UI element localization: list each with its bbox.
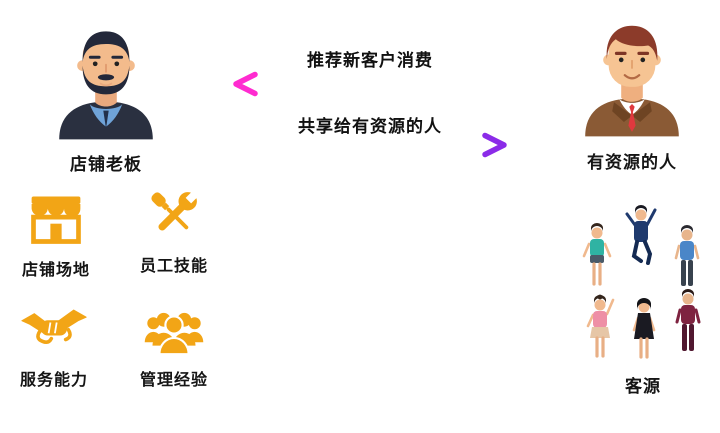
shop-owner: 店铺老板 xyxy=(50,16,162,175)
crowd-illustration xyxy=(582,205,701,359)
crowd-figure xyxy=(675,289,701,351)
team-icon xyxy=(143,300,205,362)
asset-handshake-label: 服务能力 xyxy=(19,370,88,389)
crowd-figure xyxy=(632,298,656,359)
storefront-icon xyxy=(26,188,86,250)
resource-person: 有资源的人 xyxy=(576,12,688,173)
crowd-figure xyxy=(625,205,657,265)
handshake-icon xyxy=(20,296,88,358)
asset-storefront-label: 店铺场地 xyxy=(21,260,90,279)
arrow-to-left xyxy=(233,71,507,97)
shop-owner-avatar xyxy=(59,31,153,140)
arrow-to-right xyxy=(233,132,507,158)
customer-source-label: 客源 xyxy=(625,377,661,397)
tools-icon xyxy=(143,184,205,246)
asset-tools-label: 员工技能 xyxy=(139,256,208,275)
resource-person-avatar xyxy=(585,25,679,137)
crowd-figure xyxy=(586,294,615,358)
asset-handshake: 服务能力 xyxy=(4,296,104,390)
arrow-to-right-label: 共享给有资源的人 xyxy=(298,117,442,137)
resource-person-label: 有资源的人 xyxy=(587,153,677,173)
asset-team-label: 管理经验 xyxy=(139,370,208,389)
arrow-to-left-label: 推荐新客户消费 xyxy=(307,51,433,71)
asset-tools: 员工技能 xyxy=(126,184,222,276)
crowd-figure xyxy=(674,225,700,286)
crowd-figure xyxy=(582,223,612,286)
asset-storefront: 店铺场地 xyxy=(8,188,104,280)
asset-team: 管理经验 xyxy=(126,300,222,390)
shop-owner-label: 店铺老板 xyxy=(70,155,142,175)
